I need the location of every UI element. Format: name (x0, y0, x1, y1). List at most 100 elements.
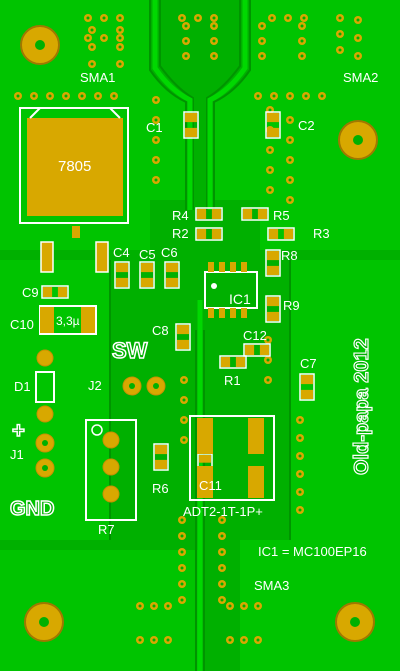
smd-part (265, 249, 281, 277)
smd-part (265, 111, 281, 139)
via-hole (338, 32, 342, 36)
via-hole (300, 24, 304, 28)
label-c7: C7 (300, 356, 317, 371)
via-hole (118, 62, 122, 66)
label-ic1-note: IC1 = MC100EP16 (258, 544, 367, 559)
via-hole (182, 418, 186, 422)
via-hole (304, 94, 308, 98)
via-hole (182, 378, 186, 382)
via-hole (118, 28, 122, 32)
via-hole (80, 94, 84, 98)
via-hole (96, 94, 100, 98)
via-hole (260, 54, 264, 58)
via-hole (298, 472, 302, 476)
label-sma3: SMA3 (254, 578, 289, 593)
via-hole (228, 638, 232, 642)
d1-diode (35, 349, 55, 423)
silk-labels: SMA1 SMA2 SMA3 7805 C1 C2 R4 R5 R2 R3 C4… (9, 70, 378, 593)
via-hole (266, 338, 270, 342)
label-adt: ADT2-1T-1P+ (183, 504, 263, 519)
r7-trimmer (85, 419, 137, 521)
via-hole (138, 638, 142, 642)
via-hole (268, 108, 272, 112)
via-hole (184, 39, 188, 43)
via-hole (242, 638, 246, 642)
via-hole (180, 16, 184, 20)
label-j1: J1 (10, 447, 24, 462)
smd-part (243, 343, 271, 357)
via-hole (356, 18, 360, 22)
via-hole (270, 16, 274, 20)
via-hole (184, 24, 188, 28)
via-hole (90, 28, 94, 32)
label-c2: C2 (298, 118, 315, 133)
via-hole (260, 39, 264, 43)
via-hole (338, 16, 342, 20)
via-hole (298, 454, 302, 458)
via-hole (288, 118, 292, 122)
label-r7: R7 (98, 522, 115, 537)
smd-part (175, 323, 191, 351)
via-hole (180, 550, 184, 554)
via-hole (138, 604, 142, 608)
via-hole (298, 436, 302, 440)
label-r6: R6 (152, 481, 169, 496)
smd-part (164, 261, 180, 289)
via-hole (288, 178, 292, 182)
label-author: Old-papa 2012 (351, 338, 373, 475)
via-hole (268, 148, 272, 152)
via-hole (260, 24, 264, 28)
adt-transformer (189, 415, 275, 501)
label-r2: R2 (172, 226, 189, 241)
via-hole (182, 398, 186, 402)
label-r1: R1 (224, 373, 241, 388)
label-c10: C10 (10, 317, 34, 332)
j2-header (122, 376, 166, 396)
via-hole (288, 138, 292, 142)
via-hole (302, 16, 306, 20)
smd-part (195, 207, 223, 221)
via-hole (256, 604, 260, 608)
ic1-package (204, 262, 258, 318)
via-hole (320, 94, 324, 98)
smd-part (139, 261, 155, 289)
label-ic1: IC1 (229, 291, 251, 307)
label-r9: R9 (283, 298, 300, 313)
label-r5: R5 (273, 208, 290, 223)
label-c12: C12 (243, 328, 267, 343)
via-hole (356, 36, 360, 40)
mount-holes (20, 25, 378, 642)
via-hole (220, 566, 224, 570)
via-hole (182, 438, 186, 442)
via-hole (256, 94, 260, 98)
label-j2: J2 (88, 378, 102, 393)
via-hole (180, 566, 184, 570)
via-hole (220, 582, 224, 586)
smd-part (195, 227, 223, 241)
label-r3: R3 (313, 226, 330, 241)
via-hole (298, 418, 302, 422)
via-hole (256, 638, 260, 642)
via-hole (220, 598, 224, 602)
label-cap-value: 3,3µ (56, 314, 80, 328)
via-hole (212, 39, 216, 43)
via-hole (152, 604, 156, 608)
via-hole (266, 378, 270, 382)
smd-part (267, 227, 295, 241)
label-sma2: SMA2 (343, 70, 378, 85)
c10-capacitor (39, 305, 97, 335)
label-c1: C1 (146, 120, 163, 135)
smd-part (299, 373, 315, 401)
via-hole (154, 178, 158, 182)
label-plus: + (12, 418, 25, 443)
via-hole (166, 638, 170, 642)
via-hole (300, 54, 304, 58)
smd-part (241, 207, 269, 221)
via-hole (288, 198, 292, 202)
via-hole (112, 94, 116, 98)
j1-header (35, 433, 55, 478)
via-hole (180, 534, 184, 538)
label-c11: C11 (199, 478, 222, 493)
via-hole (298, 508, 302, 512)
via-hole (154, 138, 158, 142)
